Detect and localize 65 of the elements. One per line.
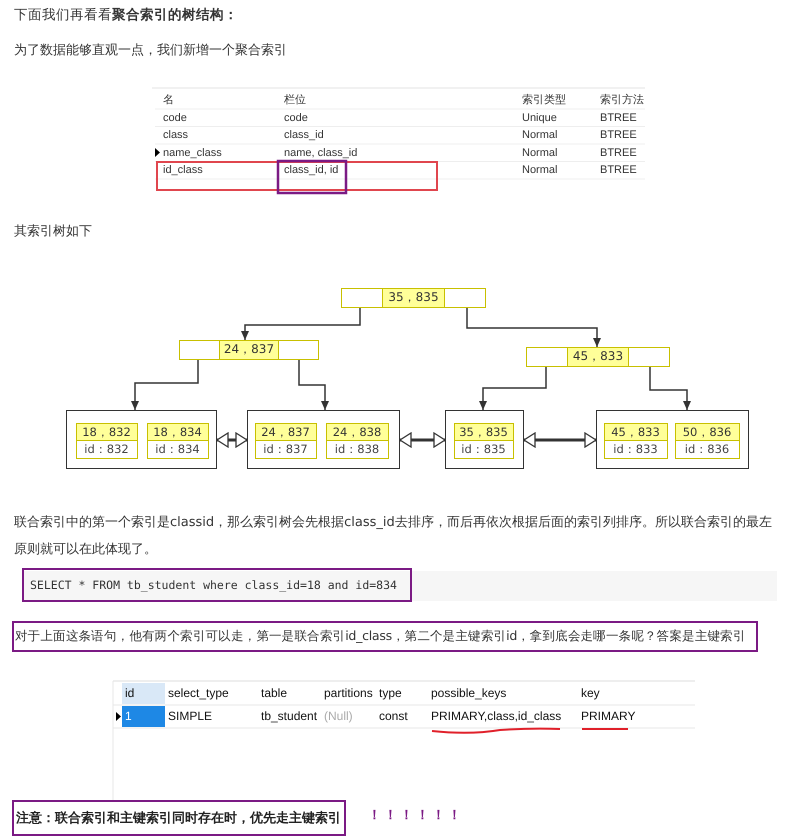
index-entry: 18，832 id：832 — [76, 422, 138, 458]
index-entry: 18，834 id：834 — [146, 422, 208, 458]
table-cell-text: class_id — [284, 128, 325, 143]
paragraph-text: 为了数据能够直观一点，我们新增一个聚合索引 — [14, 42, 288, 59]
table-cell-text: id_class — [163, 163, 204, 178]
index-entry: 24，838 id：838 — [326, 422, 388, 458]
table-cell-text: Normal — [522, 146, 558, 160]
code-snippet: SELECT * FROM tb_student where class_id=18 and id=834 — [22, 568, 412, 602]
table-cell-text: BTREE — [600, 163, 638, 178]
column-header: type — [378, 685, 403, 702]
table-cell-text: PRIMARY,class,id_class — [430, 708, 562, 725]
table-cell-text: PRIMARY — [580, 708, 636, 725]
table-cell-text: class_id, id — [284, 163, 340, 178]
index-entry: 50，836 id：836 — [674, 422, 740, 458]
table-cell-text: BTREE — [600, 146, 638, 160]
arrow — [649, 367, 691, 410]
column-header: possible_keys — [430, 685, 508, 702]
table-cell-text: Unique — [522, 110, 558, 126]
table-cell-text: BTREE — [600, 110, 638, 126]
index-node: 35，835 — [341, 288, 486, 308]
table-cell-text: name_class — [163, 146, 223, 160]
arrow — [298, 360, 329, 410]
leaf-page-box — [247, 410, 400, 469]
leaf-page-box — [66, 410, 217, 469]
index-node: 45，833 — [526, 347, 670, 367]
column-header: 栏位 — [284, 93, 307, 108]
column-header: select_type — [167, 685, 230, 702]
index-entry: 24，837 id：837 — [254, 422, 316, 458]
highlighted-sentence: 对于上面这条语句，他有两个索引可以走，第一是联合索引id_class，第二个是主键索引id，拿到底会走哪一条呢？答案是主键索引 — [12, 621, 758, 652]
column-header: partitions — [323, 685, 374, 702]
column-header: 索引方法 — [600, 92, 645, 108]
column-header: 索引类型 — [522, 92, 567, 108]
warning-note: 注意：联合索引和主键索引同时存在时，优先走主键索引 — [12, 800, 346, 836]
table-cell-text: code — [284, 110, 309, 126]
table-cell-text: code — [163, 110, 188, 126]
double-arrow — [399, 432, 446, 448]
paragraph-text: 联合索引中的第一个索引是classid，那么索引树会先根据class_id去排序，而后再依次根据后面的索引列排序。所以联合索引的最左原则就可以在此体现了。 — [14, 514, 773, 559]
arrow — [479, 367, 547, 410]
column-header: key — [580, 685, 601, 702]
leaf-page-box — [445, 410, 524, 469]
double-arrow — [216, 432, 248, 448]
table-cell-text: Normal — [522, 163, 558, 178]
double-arrow — [523, 432, 597, 448]
arrow — [466, 308, 601, 347]
exclamation-marks: ！！！！！！ — [368, 807, 465, 824]
paragraph-text: 其索引树如下 — [14, 223, 93, 240]
table-cell-text: SIMPLE — [167, 708, 214, 725]
table-cell-text: (Null) — [323, 708, 354, 725]
column-header: 名 — [163, 93, 175, 108]
heading-text: 下面我们再看看聚合索引的树结构： — [14, 6, 239, 24]
table-cell-text: BTREE — [600, 128, 638, 143]
column-header: id — [122, 683, 165, 704]
table-cell-text: class — [163, 128, 190, 143]
table-cell-text: const — [378, 708, 409, 725]
arrow — [241, 308, 361, 340]
index-entry: 45，833 id：833 — [604, 422, 668, 458]
arrow — [131, 360, 199, 410]
table-cell-text: name, class_id — [284, 146, 358, 160]
table-cell-text: tb_student — [260, 708, 318, 725]
leaf-page-box — [596, 410, 749, 469]
index-entry: 35，835 id：835 — [454, 422, 514, 458]
index-node: 24，837 — [179, 340, 319, 360]
table-cell: 1 — [122, 706, 165, 727]
column-header: table — [260, 685, 288, 702]
table-cell-text: Normal — [522, 128, 558, 143]
